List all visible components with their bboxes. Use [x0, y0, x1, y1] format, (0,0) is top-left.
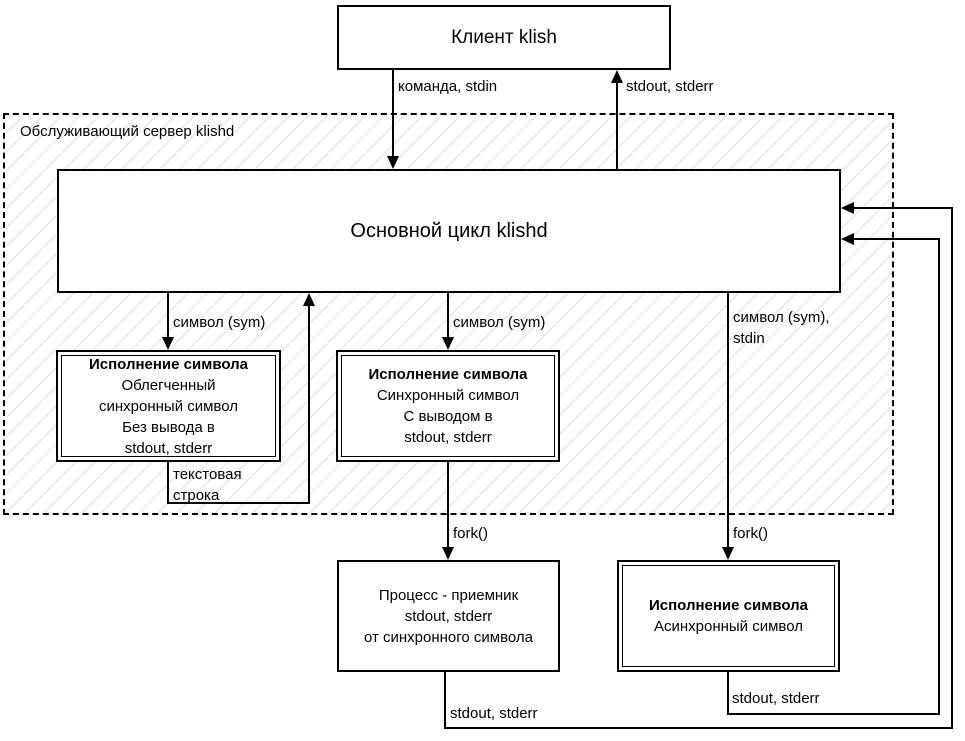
- edge-receiver-up-line: [951, 207, 953, 729]
- box-receiver-line: Процесс - приемник: [378, 586, 519, 604]
- arrowhead-down-async-icon: [722, 547, 734, 560]
- box-sync-inner: Исполнение символа Синхронный символ С в…: [341, 355, 555, 457]
- label-stdout-async: stdout, stderr: [732, 690, 820, 707]
- client-box: Клиент klish: [337, 5, 671, 70]
- edge-text-string-horiz-line: [167, 502, 310, 504]
- arrowhead-down-light-sync-icon: [162, 337, 174, 350]
- edge-command-line: [392, 70, 394, 158]
- edge-stdout-to-client-line: [616, 81, 618, 169]
- label-stdout-receiver: stdout, stderr: [450, 705, 538, 722]
- box-light-sync-line: Облегченный: [121, 376, 216, 394]
- label-sym-async-line1: символ (sym),: [733, 309, 830, 326]
- box-light-sync-symbol: Исполнение символа Облегченный синхронны…: [56, 350, 281, 462]
- main-loop-label: Основной цикл klishd: [350, 219, 548, 242]
- label-sym-async: символ (sym), stdin: [733, 307, 830, 349]
- edge-text-string-down-line: [167, 462, 169, 503]
- arrowhead-down-command-icon: [387, 156, 399, 169]
- label-command-stdin: команда, stdin: [398, 78, 498, 95]
- arrowhead-up-stdout-icon: [611, 70, 623, 83]
- label-sym-light-sync: символ (sym): [173, 314, 266, 331]
- arrowhead-left-receiver-icon: [841, 202, 854, 214]
- edge-sym-async-line: [727, 293, 729, 549]
- box-light-sync-line: Без вывода в: [122, 418, 215, 436]
- arrowhead-left-async-icon: [841, 233, 854, 245]
- main-loop-box: Основной цикл klishd: [57, 169, 841, 293]
- edge-async-bottom-line: [727, 713, 940, 715]
- box-sync-symbol: Исполнение символа Синхронный символ С в…: [336, 350, 560, 462]
- box-light-sync-title: Исполнение символа: [88, 355, 249, 373]
- edge-async-top-line: [852, 238, 939, 240]
- edge-receiver-bottom-line: [444, 727, 953, 729]
- label-text-string: текстовая строка: [173, 464, 242, 506]
- box-light-sync-line: синхронный символ: [99, 397, 238, 415]
- edge-async-down-line: [727, 672, 729, 715]
- edge-sym-sync-line: [447, 293, 449, 339]
- box-receiver-process: Процесс - приемник stdout, stderr от син…: [337, 560, 560, 672]
- box-sync-title: Исполнение символа: [368, 366, 528, 383]
- box-sync-line: stdout, stderr: [404, 429, 492, 446]
- server-container-label: Обслуживающий сервер klishd: [20, 123, 235, 140]
- box-async-line: Асинхронный символ: [653, 618, 803, 635]
- box-async-title: Исполнение символа: [648, 597, 809, 614]
- arrowhead-down-sync-icon: [442, 337, 454, 350]
- box-receiver-line: от синхронного символа: [363, 628, 534, 646]
- label-text-string-line2: строка: [173, 487, 220, 504]
- edge-sym-light-sync-line: [167, 293, 169, 339]
- label-sym-async-line2: stdin: [733, 330, 765, 347]
- box-async-symbol: Исполнение символа Асинхронный символ: [617, 560, 840, 672]
- box-receiver-line: stdout, stderr: [404, 607, 493, 625]
- label-fork-async: fork(): [733, 525, 768, 542]
- edge-receiver-down-line: [444, 672, 446, 729]
- box-light-sync-inner: Исполнение символа Облегченный синхронны…: [61, 355, 276, 457]
- edge-text-string-up-line: [308, 303, 310, 504]
- label-text-string-line1: текстовая: [173, 466, 242, 483]
- label-stdout-to-client: stdout, stderr: [626, 78, 714, 95]
- box-sync-line: С выводом в: [403, 408, 493, 425]
- label-sym-sync: символ (sym): [453, 314, 546, 331]
- label-fork-sync: fork(): [453, 525, 488, 542]
- box-async-inner: Исполнение символа Асинхронный символ: [622, 565, 835, 667]
- edge-fork-sync-line: [447, 462, 449, 549]
- edge-receiver-top-line: [852, 207, 952, 209]
- edge-async-up-line: [938, 238, 940, 715]
- arrowhead-down-receiver-icon: [442, 547, 454, 560]
- box-sync-line: Синхронный символ: [376, 387, 520, 404]
- arrowhead-up-text-string-icon: [303, 293, 315, 306]
- client-box-label: Клиент klish: [451, 27, 557, 48]
- box-light-sync-line: stdout, stderr: [124, 439, 213, 457]
